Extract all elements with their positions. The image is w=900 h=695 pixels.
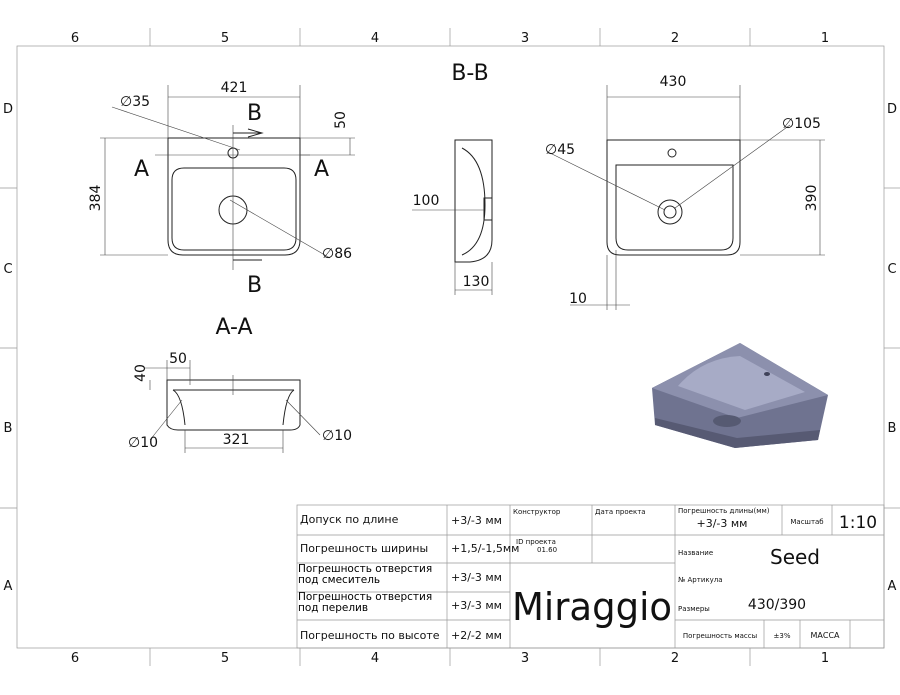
section-aa-view: A-A 50 40 ∅10 ∅10 321 xyxy=(128,315,352,453)
tolerance-label-tap-hole: Погрешность отверстия под смеситель xyxy=(298,564,433,586)
dim-tap-hole: ∅35 xyxy=(120,94,150,110)
zone-col-6: 6 xyxy=(71,31,79,46)
front-view: 430 390 ∅45 ∅105 10 xyxy=(545,74,825,310)
dim-aa-inner: 321 xyxy=(223,432,250,448)
dim-front-width: 430 xyxy=(660,74,687,90)
dim-aa-offset: 50 xyxy=(169,351,187,367)
zone-row-d: D xyxy=(3,102,13,117)
designer-label: Конструктор xyxy=(513,508,561,516)
dim-top-depth: 384 xyxy=(88,185,104,212)
mass-label: МАССА xyxy=(810,631,840,640)
tolerance-label-length: Допуск по длине xyxy=(300,513,399,526)
product-name: Seed xyxy=(770,545,820,569)
tolerance-label-width: Погрешность ширины xyxy=(300,542,428,555)
dim-aa-hole-left: ∅10 xyxy=(128,435,158,451)
dim-top-width: 421 xyxy=(221,80,248,96)
size-value: 430/390 xyxy=(748,597,806,613)
dim-aa-hole-right: ∅10 xyxy=(322,428,352,444)
mass-tolerance-label: Погрешность массы xyxy=(683,632,757,640)
length-tolerance: +3/-3 мм xyxy=(697,517,748,530)
zone-col-1-bottom: 1 xyxy=(821,651,829,666)
dim-front-height: 390 xyxy=(804,185,820,212)
zone-col-6-bottom: 6 xyxy=(71,651,79,666)
cut-b-bottom: B xyxy=(247,273,262,298)
title-block: Допуск по длине +3/-3 мм Погрешность шир… xyxy=(296,504,885,649)
zone-row-b-right: B xyxy=(888,421,897,436)
article-label: № Артикула xyxy=(678,576,723,584)
dim-aa-height: 40 xyxy=(133,364,149,382)
zone-col-4-bottom: 4 xyxy=(371,651,379,666)
dim-overflow: ∅45 xyxy=(545,142,575,158)
zone-labels: 6 5 4 3 2 1 6 5 4 3 2 1 D C B A D C B A xyxy=(3,31,897,666)
zone-col-3: 3 xyxy=(521,31,529,46)
size-label: Размеры xyxy=(678,605,710,613)
dim-wall: 10 xyxy=(569,291,587,307)
sink-3d-render xyxy=(652,343,828,448)
dim-tap-offset: 50 xyxy=(333,111,349,129)
brand-logo: Miraggio xyxy=(512,585,672,629)
dim-side-depth: 130 xyxy=(463,274,490,290)
zone-col-2: 2 xyxy=(671,31,679,46)
cut-b-top: B xyxy=(247,101,262,126)
dim-side-height: 100 xyxy=(413,193,440,209)
zone-row-c-right: C xyxy=(887,262,896,277)
zone-col-5: 5 xyxy=(221,31,229,46)
zone-row-a: A xyxy=(4,579,13,594)
tolerance-value-overflow-hole: +3/-3 мм xyxy=(451,599,502,612)
zone-ticks xyxy=(0,28,900,666)
tolerance-label-height: Погрешность по высоте xyxy=(300,629,440,642)
scale-label: Масштаб xyxy=(790,518,823,526)
zone-col-3-bottom: 3 xyxy=(521,651,529,666)
dim-drain-front: ∅105 xyxy=(782,116,821,132)
tolerance-label-overflow-hole: Погрешность отверстия под перелив xyxy=(298,592,433,614)
tolerance-value-height: +2/-2 мм xyxy=(451,629,502,642)
zone-col-4: 4 xyxy=(371,31,379,46)
zone-col-1: 1 xyxy=(821,31,829,46)
zone-col-2-bottom: 2 xyxy=(671,651,679,666)
top-view: 421 384 ∅35 50 ∅86 A A B B xyxy=(88,80,355,298)
tolerance-value-width: +1,5/-1,5мм xyxy=(451,542,519,555)
project-id: 01.60 xyxy=(537,546,557,554)
section-bb-title: B-B xyxy=(451,61,488,86)
length-tolerance-label: Погрешность длины(мм) xyxy=(678,507,770,515)
project-id-label: ID проекта xyxy=(516,538,556,546)
date-label: Дата проекта xyxy=(595,508,646,516)
drawing-frame xyxy=(16,45,885,649)
tolerance-value-tap-hole: +3/-3 мм xyxy=(451,571,502,584)
cut-a-left: A xyxy=(134,157,149,182)
section-aa-title: A-A xyxy=(215,315,252,340)
tolerance-value-length: +3/-3 мм xyxy=(451,514,502,527)
zone-col-5-bottom: 5 xyxy=(221,651,229,666)
mass-tolerance: ±3% xyxy=(774,632,791,640)
zone-row-c: C xyxy=(3,262,12,277)
scale-value: 1:10 xyxy=(839,513,877,533)
zone-row-a-right: A xyxy=(888,579,897,594)
cut-a-right: A xyxy=(314,157,329,182)
name-label: Название xyxy=(678,549,713,557)
zone-row-d-right: D xyxy=(887,102,897,117)
zone-row-b: B xyxy=(4,421,13,436)
dim-drain-top: ∅86 xyxy=(322,246,352,262)
side-section-view: B-B 100 130 xyxy=(412,61,493,295)
